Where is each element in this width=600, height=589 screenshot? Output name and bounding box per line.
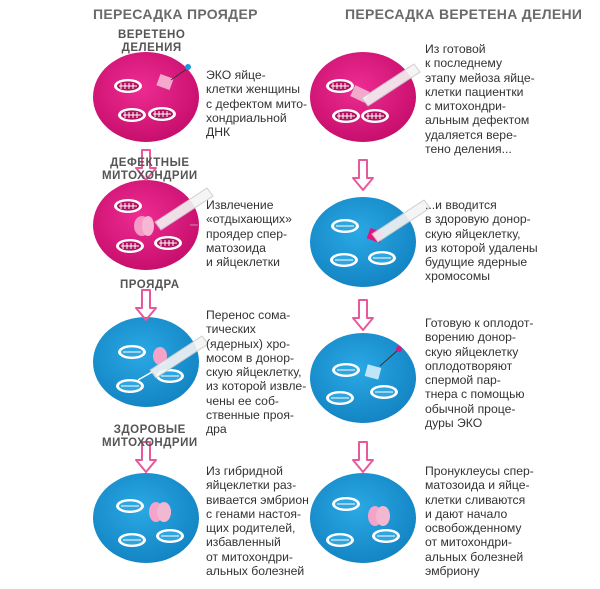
right-step-3-text: Готовую к оплодот-ворению донор-скую яйц… bbox=[425, 316, 534, 431]
left-dish-3 bbox=[93, 317, 209, 407]
header-right: ПЕРЕСАДКА ВЕРЕТЕНА ДЕЛЕНИ bbox=[345, 6, 583, 22]
left-step-3-text: Перенос сома-тических(ядерных) хро-мосом… bbox=[206, 308, 307, 437]
left-dish-2 bbox=[93, 180, 214, 270]
right-arrow-3 bbox=[352, 441, 374, 473]
label-pronuclei: ПРОЯДРА bbox=[120, 279, 180, 291]
header-left: ПЕРЕСАДКА ПРОЯДЕР bbox=[93, 6, 258, 22]
right-arrow-1 bbox=[352, 159, 374, 191]
right-dish-1 bbox=[310, 52, 421, 142]
right-dish-3 bbox=[310, 333, 416, 423]
left-step-2-text: Извлечение«отдыхающих»проядер спер-матоз… bbox=[206, 198, 292, 270]
right-dish-2 bbox=[310, 197, 431, 287]
left-dish-1 bbox=[93, 52, 199, 142]
right-arrow-2 bbox=[352, 299, 374, 331]
right-dish-4 bbox=[310, 473, 416, 563]
right-step-4-text: Пронуклеусы спер-матозоида и яйце-клетки… bbox=[425, 464, 534, 579]
left-dish-4 bbox=[93, 473, 199, 563]
left-arrow-2 bbox=[135, 289, 157, 321]
